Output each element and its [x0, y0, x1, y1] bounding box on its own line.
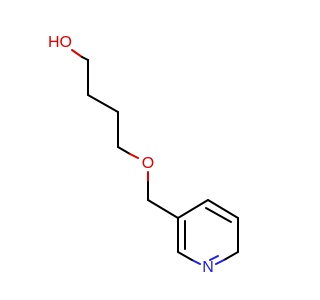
bond-ring-n-c2-c-half	[177, 251, 193, 261]
ether-oxygen-label: O	[142, 155, 154, 172]
bond-c5-ring	[147, 199, 179, 219]
bond-c4-o-c-half	[117, 146, 131, 155]
bond-ring-c6-n-n-half	[215, 259, 225, 265]
bond-ring-c3-c4	[177, 199, 209, 219]
bond-ring-c4-c5	[207, 199, 239, 219]
bond-ring-c6-n-c-half	[223, 251, 239, 261]
bond-ring-c6-n-double	[209, 255, 219, 261]
bond-c2-c3	[87, 94, 119, 113]
bond-c4-o-o-half	[129, 153, 139, 159]
bond-ho-c1-o-half	[71, 49, 83, 58]
bond-ring-c4-c5-double	[205, 207, 232, 223]
bond-ho-c1-c-half	[81, 56, 89, 61]
bond-ring-n-c2-n-half	[191, 259, 201, 265]
ring-nitrogen-label: N	[202, 259, 214, 276]
structure-diagram: HO O N	[48, 34, 239, 276]
hydroxyl-label: HO	[48, 34, 72, 51]
